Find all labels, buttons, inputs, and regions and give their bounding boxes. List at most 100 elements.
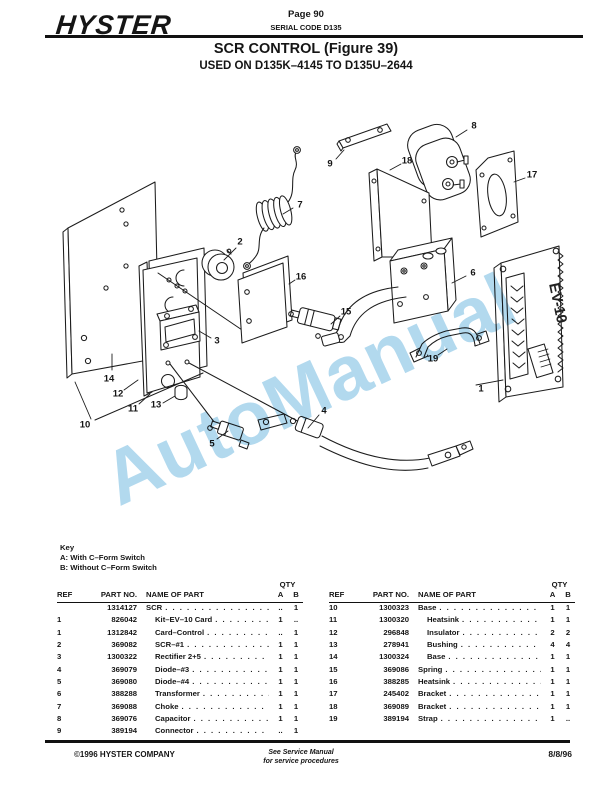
table-row: 7369088Choke11 <box>57 702 303 714</box>
header-name: NAME OF PART <box>418 590 476 599</box>
cell-qty-a: 1 <box>550 603 555 612</box>
dot-leader <box>165 603 269 612</box>
callout-number: 6 <box>470 268 475 279</box>
cell-name: Choke <box>146 702 272 711</box>
cell-qty-b: .. <box>565 714 571 724</box>
callout-number: 18 <box>402 156 413 167</box>
part-name: Insulator <box>427 627 460 637</box>
cell-qty-b: 1 <box>565 652 571 662</box>
cell-part-no: 1300322 <box>107 652 137 662</box>
part-name: Bracket <box>418 701 447 711</box>
callout-leader <box>288 279 296 285</box>
callout-leader <box>455 129 468 138</box>
cell-ref: 14 <box>329 652 338 662</box>
header-qty-a: A <box>277 590 284 599</box>
cell-ref: 17 <box>329 689 338 699</box>
cell-part-no: 369088 <box>111 701 137 711</box>
header-divider <box>45 35 583 38</box>
part-oval-plate <box>475 150 519 238</box>
cell-name: Bracket <box>418 702 544 711</box>
callout-number: 3 <box>214 336 219 347</box>
cell-name: SCR <box>146 603 272 612</box>
part-transformer <box>389 237 457 324</box>
cell-ref: 8 <box>57 714 62 724</box>
cell-qty-b: 1 <box>293 652 299 662</box>
table-row: 12296848Insulator22 <box>329 628 575 640</box>
footer-divider <box>45 740 570 743</box>
callout-number: 13 <box>151 400 162 411</box>
cell-name: Strap <box>418 714 544 723</box>
part-name: Kit–EV–10 Card <box>155 615 213 625</box>
cell-name: Bushing <box>418 640 544 649</box>
cell-part-no: 1300320 <box>379 615 409 625</box>
callout-leader <box>123 379 139 391</box>
header-qty-a: A <box>549 590 556 599</box>
dot-leader <box>462 628 541 637</box>
dot-leader <box>203 689 269 698</box>
part-name: Choke <box>155 701 179 711</box>
cell-qty-b: 1 <box>293 627 299 637</box>
table-row: 111300320Heatsink11 <box>329 615 575 627</box>
cell-qty-a: 1 <box>278 652 283 662</box>
dot-leader <box>187 640 269 649</box>
callout-number: 19 <box>428 354 439 365</box>
dot-leader <box>204 652 269 661</box>
cell-qty-a: 1 <box>550 664 555 674</box>
callout-number: 1 <box>478 384 484 395</box>
part-name: Heatsink <box>418 677 451 687</box>
part-name: Rectifier 2+5 <box>155 652 201 662</box>
dot-leader <box>182 702 270 711</box>
dot-leader <box>192 677 269 686</box>
cell-qty-b: 1 <box>565 689 571 699</box>
part-small-strap <box>336 123 392 152</box>
cell-name: Card–Control <box>146 628 272 637</box>
cell-qty-a: 1 <box>278 640 283 650</box>
part-capacitor <box>407 123 471 201</box>
cell-part-no: 388285 <box>383 677 409 687</box>
cell-part-no: 826042 <box>111 615 137 625</box>
cell-part-no: 278941 <box>383 640 409 650</box>
dot-leader <box>192 665 269 674</box>
header-ref: REF <box>57 590 73 599</box>
cell-part-no: 1300323 <box>379 603 409 612</box>
cell-part-no: 245402 <box>383 689 409 699</box>
cell-qty-b: 1 <box>565 603 571 612</box>
figure-subtitle: USED ON D135K–4145 TO D135U–2644 <box>199 60 413 72</box>
cell-qty-b: 1 <box>293 714 299 724</box>
cell-ref: 1 <box>57 615 62 625</box>
cell-part-no: 369089 <box>383 701 409 711</box>
part-name: Card–Control <box>155 627 205 637</box>
cell-qty-b: 1 <box>293 726 299 736</box>
callout-number: 10 <box>80 420 91 431</box>
cell-qty-a: 2 <box>550 627 555 637</box>
dot-leader <box>193 714 269 723</box>
callout-leader <box>198 330 212 339</box>
cell-part-no: 389194 <box>111 726 137 736</box>
figure-title: SCR CONTROL (Figure 39) <box>213 41 399 57</box>
table-rows: 101300323Base11111300320Heatsink11122968… <box>329 603 575 726</box>
leader-line <box>94 372 204 421</box>
copyright: ©1996 HYSTER COMPANY <box>74 750 175 759</box>
table-row: 13278941Bushing44 <box>329 640 575 652</box>
cell-qty-b: 1 <box>565 701 571 711</box>
part-name: Bushing <box>427 640 458 650</box>
cell-qty-a: .. <box>278 627 283 637</box>
part-scr-disc <box>201 248 235 281</box>
cell-qty-a: 1 <box>278 615 283 625</box>
callout-leader <box>335 149 345 160</box>
cell-ref: 11 <box>329 615 338 625</box>
cell-ref: 1 <box>57 627 62 637</box>
cell-qty-b: 2 <box>565 627 571 637</box>
table-header: REF PART NO. NAME OF PART A B <box>57 590 303 603</box>
cell-qty-b: 1 <box>293 603 299 612</box>
dot-leader <box>441 714 541 723</box>
part-ev10-card: EV-10 <box>493 245 570 403</box>
cell-qty-a: 1 <box>550 714 555 724</box>
callout-leader <box>307 414 320 429</box>
callout-leader <box>437 348 448 356</box>
cell-name: Base <box>418 652 544 661</box>
